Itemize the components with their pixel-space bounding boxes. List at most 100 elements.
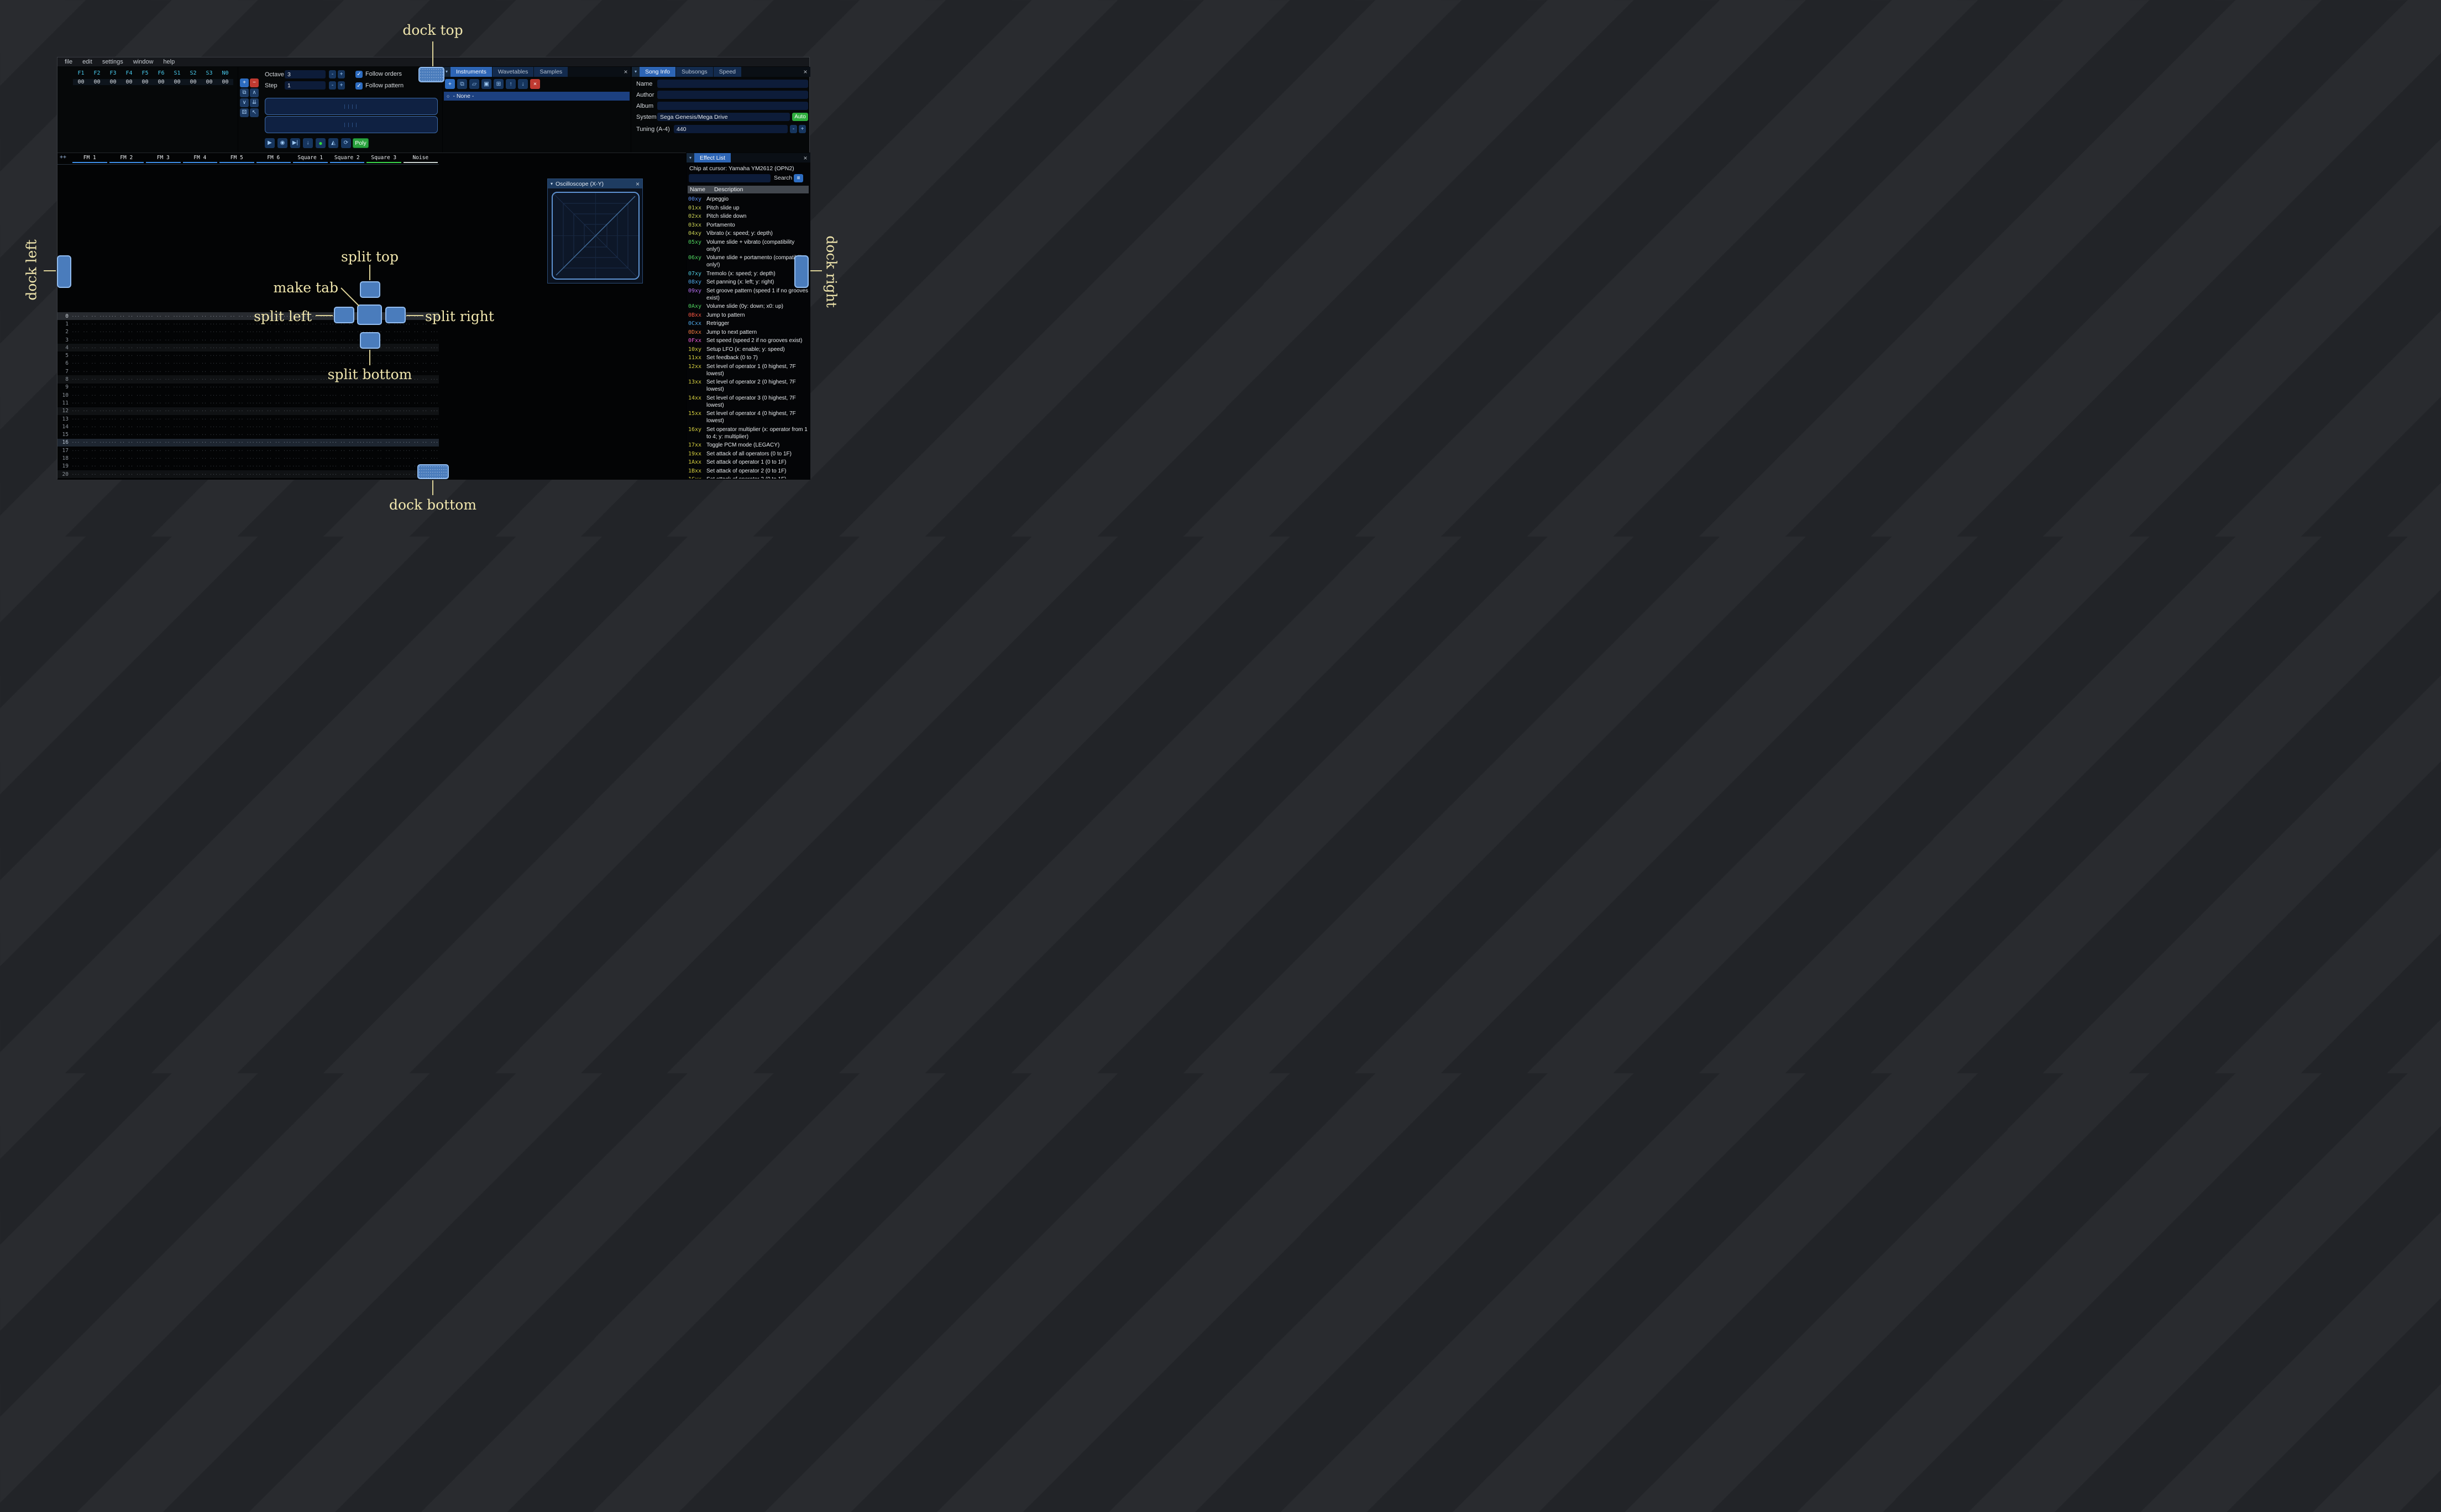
pattern-cell[interactable]: ··· ·· ·· ··· (182, 455, 218, 461)
pattern-cell[interactable]: ··· ·· ·· ··· (402, 432, 439, 438)
pattern-cell[interactable]: ··· ·· ·· ··· (182, 361, 218, 366)
pattern-row-21[interactable]: 21··· ·· ·· ······ ·· ·· ······ ·· ·· ··… (57, 478, 439, 480)
pattern-cell[interactable]: ··· ·· ·· ··· (145, 345, 181, 350)
pattern-cell[interactable]: ··· ·· ·· ··· (145, 455, 181, 461)
tab-samples[interactable]: Samples (534, 67, 568, 77)
pattern-cell[interactable]: ··· ·· ·· ··· (108, 385, 145, 390)
pattern-cell[interactable]: ··· ·· ·· ··· (108, 353, 145, 359)
pattern-cell[interactable]: ··· ·· ·· ··· (71, 353, 108, 359)
pattern-cell[interactable]: ··· ·· ·· ··· (402, 377, 439, 382)
pattern-cell[interactable]: ··· ·· ·· ··· (108, 345, 145, 350)
pattern-cell[interactable]: ··· ·· ·· ··· (71, 471, 108, 477)
pattern-cell[interactable]: ··· ·· ·· ··· (255, 455, 292, 461)
pattern-cell[interactable]: ··· ·· ·· ··· (71, 440, 108, 445)
pattern-cell[interactable]: ··· ·· ·· ··· (402, 353, 439, 359)
pattern-cell[interactable]: ··· ·· ·· ··· (182, 377, 218, 382)
step-increase-button[interactable]: + (338, 81, 345, 90)
instrument-move-up-button[interactable]: ↑ (506, 79, 516, 89)
channel-header-fm-3[interactable]: FM 3 (145, 154, 182, 164)
pattern-cell[interactable]: ··· ·· ·· ··· (329, 448, 365, 453)
step-down-button[interactable]: ↓ (303, 138, 313, 148)
pattern-cell[interactable]: ··· ·· ·· ··· (108, 329, 145, 335)
pattern-cell[interactable]: ··· ·· ·· ··· (292, 353, 328, 359)
pattern-cell[interactable]: ··· ·· ·· ··· (218, 361, 255, 366)
pattern-cell[interactable]: ··· ·· ·· ··· (365, 400, 402, 406)
effect-list-tab-list-icon[interactable]: ▾ (687, 153, 694, 162)
pattern-cell[interactable]: ··· ·· ·· ··· (71, 361, 108, 366)
pattern-cell[interactable]: ··· ·· ·· ··· (255, 353, 292, 359)
split-right-target[interactable] (385, 307, 406, 323)
dock-left-target[interactable] (57, 255, 71, 288)
pattern-cell[interactable]: ··· ·· ·· ··· (145, 408, 181, 414)
pattern-cell[interactable]: ··· ·· ·· ··· (145, 337, 181, 343)
channel-header-square-3[interactable]: Square 3 (365, 154, 402, 164)
instruments-tab-list-icon[interactable]: ▾ (443, 67, 451, 77)
order-playback-mode-button[interactable]: ⚄ (240, 108, 249, 117)
menu-item-file[interactable]: file (65, 59, 73, 65)
pattern-cell[interactable]: ··· ·· ·· ··· (182, 471, 218, 477)
pattern-cell[interactable]: ··· ·· ·· ··· (329, 377, 365, 382)
pattern-cell[interactable]: ··· ·· ·· ··· (182, 313, 218, 319)
pattern-cell[interactable]: ··· ·· ·· ··· (329, 329, 365, 335)
pattern-cell[interactable]: ··· ·· ·· ··· (329, 440, 365, 445)
pattern-cell[interactable]: ··· ·· ·· ··· (365, 361, 402, 366)
pattern-cell[interactable]: ··· ·· ·· ··· (402, 385, 439, 390)
pattern-cell[interactable]: ··· ·· ·· ··· (218, 416, 255, 422)
pattern-row-3[interactable]: 3··· ·· ·· ······ ·· ·· ······ ·· ·· ···… (57, 336, 439, 344)
pattern-cell[interactable]: ··· ·· ·· ··· (402, 416, 439, 422)
pattern-cell[interactable]: ··· ·· ·· ··· (255, 345, 292, 350)
system-input[interactable] (657, 113, 790, 121)
pattern-cell[interactable]: ··· ·· ·· ··· (145, 464, 181, 469)
pattern-cell[interactable]: ··· ·· ·· ··· (365, 369, 402, 374)
pattern-cell[interactable]: ··· ·· ·· ··· (108, 416, 145, 422)
close-icon[interactable]: × (635, 180, 640, 188)
pattern-cell[interactable]: ··· ·· ·· ··· (71, 337, 108, 343)
repeat-pattern-button[interactable]: ⟳ (341, 138, 351, 148)
menu-item-help[interactable]: help (163, 59, 175, 65)
play-pattern-button[interactable]: ◉ (277, 138, 287, 148)
pattern-cell[interactable]: ··· ·· ·· ··· (108, 408, 145, 414)
pattern-row-4[interactable]: 4··· ·· ·· ······ ·· ·· ······ ·· ·· ···… (57, 344, 439, 352)
pattern-cell[interactable]: ··· ·· ·· ··· (108, 471, 145, 477)
pattern-cell[interactable]: ··· ·· ·· ··· (182, 440, 218, 445)
instruments-close-icon[interactable]: × (624, 68, 628, 76)
pattern-cell[interactable]: ··· ·· ·· ··· (108, 448, 145, 453)
effect-row-1cxx[interactable]: 1CxxSet attack of operator 3 (0 to 1F) (688, 476, 809, 479)
pattern-cell[interactable]: ··· ·· ·· ··· (365, 448, 402, 453)
pattern-cell[interactable]: ··· ·· ·· ··· (255, 392, 292, 398)
split-top-target[interactable] (360, 281, 380, 298)
octave-increase-button[interactable]: + (338, 70, 345, 78)
pattern-cell[interactable]: ··· ·· ·· ··· (108, 392, 145, 398)
order-value-n0[interactable]: 00 (222, 79, 229, 85)
pattern-cell[interactable]: ··· ·· ·· ··· (182, 408, 218, 414)
octave-decrease-button[interactable]: - (329, 70, 336, 78)
follow-pattern-checkbox[interactable]: ✓ (355, 82, 363, 90)
pattern-cell[interactable]: ··· ·· ·· ··· (255, 471, 292, 477)
pattern-cell[interactable]: ··· ·· ·· ··· (365, 455, 402, 461)
pattern-row-19[interactable]: 19··· ·· ·· ······ ·· ·· ······ ·· ·· ··… (57, 463, 439, 470)
pattern-cell[interactable]: ··· ·· ·· ··· (71, 345, 108, 350)
pattern-cell[interactable]: ··· ·· ·· ··· (329, 408, 365, 414)
pattern-cell[interactable]: ··· ·· ·· ··· (292, 377, 328, 382)
pattern-cell[interactable]: ··· ·· ·· ··· (218, 385, 255, 390)
tab-speed[interactable]: Speed (713, 67, 742, 77)
pattern-cell[interactable]: ··· ·· ·· ··· (182, 400, 218, 406)
pattern-cell[interactable]: ··· ·· ·· ··· (145, 353, 181, 359)
channel-header-square-1[interactable]: Square 1 (292, 154, 329, 164)
record-button[interactable]: ● (316, 138, 326, 148)
pattern-cell[interactable]: ··· ·· ·· ··· (292, 448, 328, 453)
pattern-row-7[interactable]: 7··· ·· ·· ······ ·· ·· ······ ·· ·· ···… (57, 368, 439, 375)
pattern-cell[interactable]: ··· ·· ·· ··· (108, 377, 145, 382)
pattern-cell[interactable]: ··· ·· ·· ··· (255, 385, 292, 390)
pattern-cell[interactable]: ··· ·· ·· ··· (402, 321, 439, 327)
pattern-cell[interactable]: ··· ·· ·· ··· (182, 337, 218, 343)
channel-header-fm-5[interactable]: FM 5 (218, 154, 255, 164)
pattern-cell[interactable]: ··· ·· ·· ··· (218, 392, 255, 398)
pattern-cell[interactable]: ··· ·· ·· ··· (255, 321, 292, 327)
